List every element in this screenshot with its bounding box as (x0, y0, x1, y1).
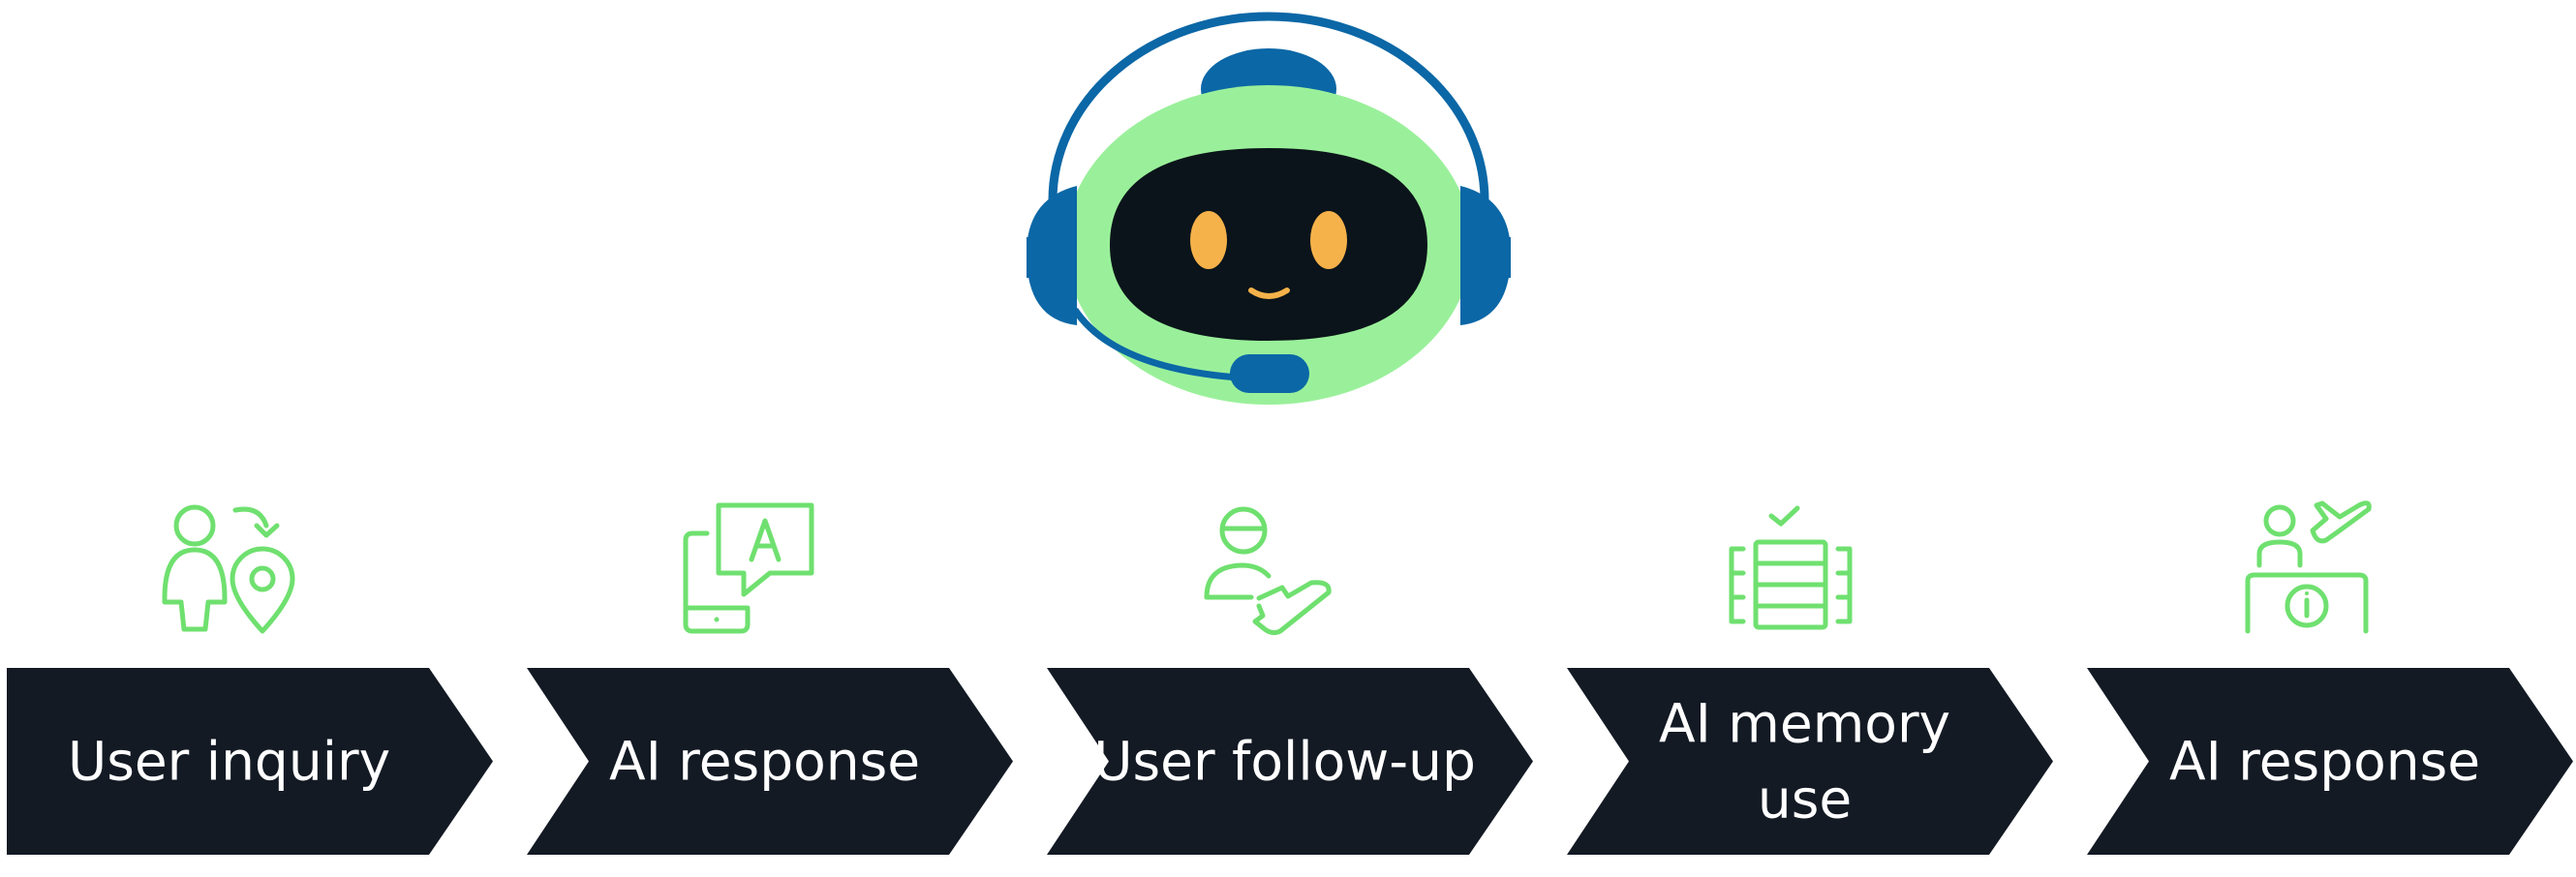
info-desk-icon (2245, 500, 2372, 634)
phone-chat-translate-icon (683, 502, 814, 634)
chevron-step-2 (527, 668, 1013, 855)
chevron-step-5 (2087, 668, 2573, 855)
robot-mascot-icon (1027, 12, 1511, 405)
process-labels: User inquiry AI response User follow-up AI … (68, 693, 2480, 831)
step-label-2: AI response (609, 731, 920, 793)
step-label-1: User inquiry (68, 731, 390, 793)
user-plane-handoff-icon (1204, 506, 1332, 636)
step-label-3: User follow-up (1093, 731, 1476, 793)
process-chevrons (7, 668, 2573, 855)
chevron-step-3 (1047, 668, 1533, 855)
chevron-step-1 (7, 668, 493, 855)
chevron-step-4 (1567, 668, 2053, 855)
step-label-4-line-2: use (1758, 769, 1852, 831)
database-check-icon (1729, 505, 1853, 630)
step-label-5: AI response (2169, 731, 2480, 793)
step-label-4-line-1: AI memory (1659, 693, 1950, 755)
user-location-icon (162, 504, 295, 634)
